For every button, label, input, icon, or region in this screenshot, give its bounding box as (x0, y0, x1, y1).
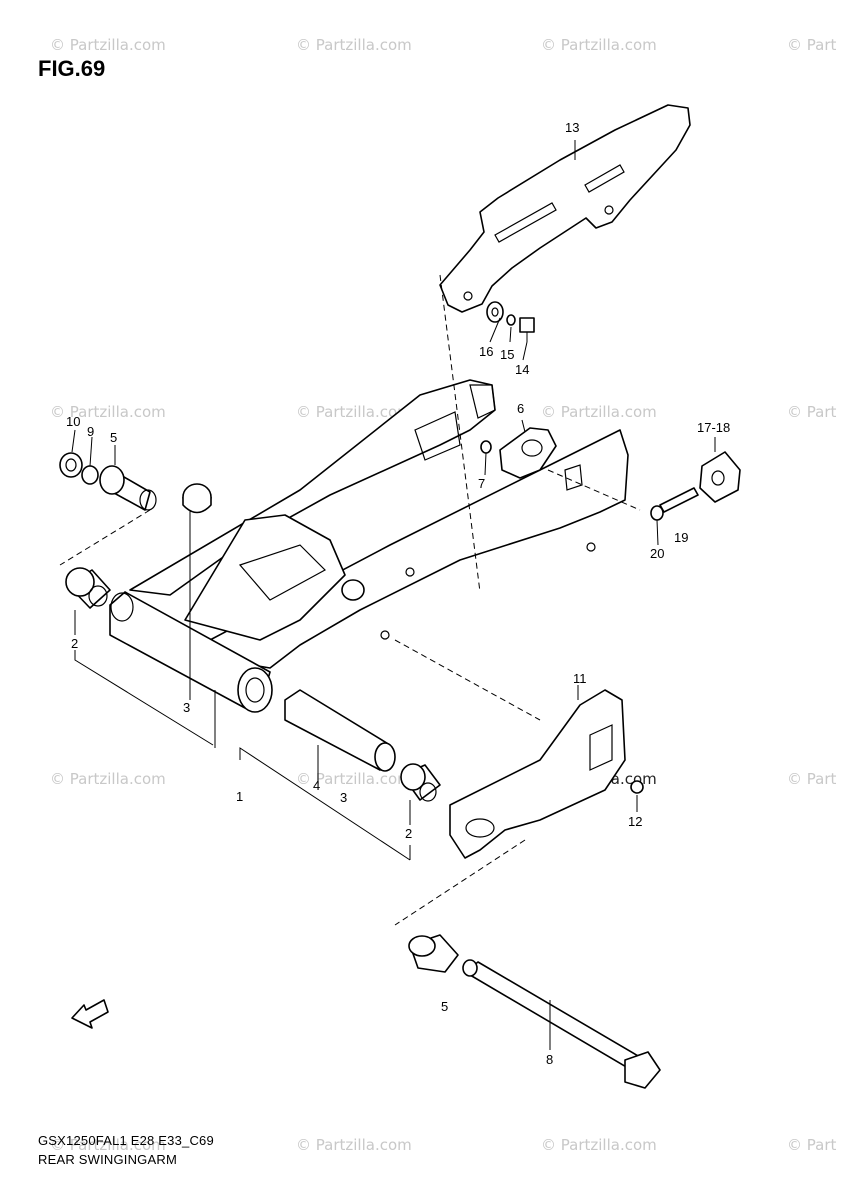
watermark: © Partzilla.com (541, 36, 657, 54)
callout-9: 9 (87, 424, 94, 439)
callout-5-bottom: 5 (441, 999, 448, 1014)
callout-4: 4 (313, 778, 320, 793)
part-10-seal (59, 452, 83, 478)
callout-20: 20 (650, 546, 664, 561)
leader-lines (59, 140, 716, 1050)
watermark: © Partzilla.com (50, 403, 166, 421)
callout-3-left: 3 (183, 700, 190, 715)
callout-11: 11 (573, 671, 587, 686)
callout-19: 19 (674, 530, 688, 545)
part-15-washer (506, 314, 516, 326)
callout-16: 16 (479, 344, 493, 359)
part-7-washer (480, 440, 492, 454)
part-9-washer (81, 465, 99, 485)
watermark: © Part (787, 1136, 836, 1154)
part-14-bolt (519, 317, 535, 342)
figure-title: FIG.69 (38, 56, 106, 81)
callout-2-left: 2 (71, 636, 78, 651)
part-12-screw (630, 780, 644, 794)
watermark: © Partzilla.com (296, 1136, 412, 1154)
figure-caption: REAR SWINGINGARM (38, 1152, 177, 1167)
part-2-bearing-left (65, 567, 111, 609)
part-11-chain-guard (449, 689, 626, 859)
part-19-adjuster-bolt (659, 487, 699, 513)
callout-1: 1 (236, 789, 243, 804)
callout-labels: 13 16 15 14 6 7 17-18 19 20 10 9 5 2 3 1… (66, 120, 730, 1067)
watermark: © Partzilla.com (296, 403, 412, 421)
part-2-bearing-right (400, 763, 441, 802)
callout-14: 14 (515, 362, 529, 377)
fwd-arrow-icon (71, 999, 109, 1029)
watermark: © Partzilla.com (541, 403, 657, 421)
callout-3-right: 3 (340, 790, 347, 805)
callout-15: 15 (500, 347, 514, 362)
callout-7: 7 (478, 476, 485, 491)
part-17-18-adjuster-block (699, 451, 741, 503)
part-3-bearing-top (182, 483, 212, 514)
part-5-spacer-top (99, 465, 157, 511)
callout-17-18: 17-18 (697, 420, 730, 435)
callout-10: 10 (66, 414, 80, 429)
watermark: © Partzilla.com (50, 1136, 166, 1154)
part-3-bearing-center (341, 579, 365, 601)
watermark: © Part (787, 36, 836, 54)
part-8-pivot-shaft (462, 959, 661, 1089)
callout-5-top: 5 (110, 430, 117, 445)
callout-12: 12 (628, 814, 642, 829)
callout-8: 8 (546, 1052, 553, 1067)
callout-6: 6 (517, 401, 524, 416)
watermark: © Partzilla.com (296, 36, 412, 54)
part-4-pivot-sleeve (284, 689, 396, 772)
part-16-collar (486, 301, 504, 323)
callout-2-right: 2 (405, 826, 412, 841)
part-5-spacer-bottom (408, 934, 459, 973)
watermark: © Partzilla.com (296, 770, 412, 788)
model-code: GSX1250FAL1 E28 E33_C69 (38, 1133, 214, 1148)
watermark: © Partzilla.com (50, 770, 166, 788)
part-20-nut (650, 505, 664, 521)
callout-13: 13 (565, 120, 579, 135)
watermark-layer: © Partzilla.com © Partzilla.com © Partzi… (50, 36, 836, 1154)
watermark: © Partzilla.com (50, 36, 166, 54)
part-1-swingarm (109, 379, 629, 713)
part-6-bracket (499, 427, 557, 479)
watermark: © Part (787, 403, 836, 421)
part-13-chain-case (439, 104, 691, 313)
watermark: © Partzilla.com (541, 1136, 657, 1154)
watermark: © Part (787, 770, 836, 788)
